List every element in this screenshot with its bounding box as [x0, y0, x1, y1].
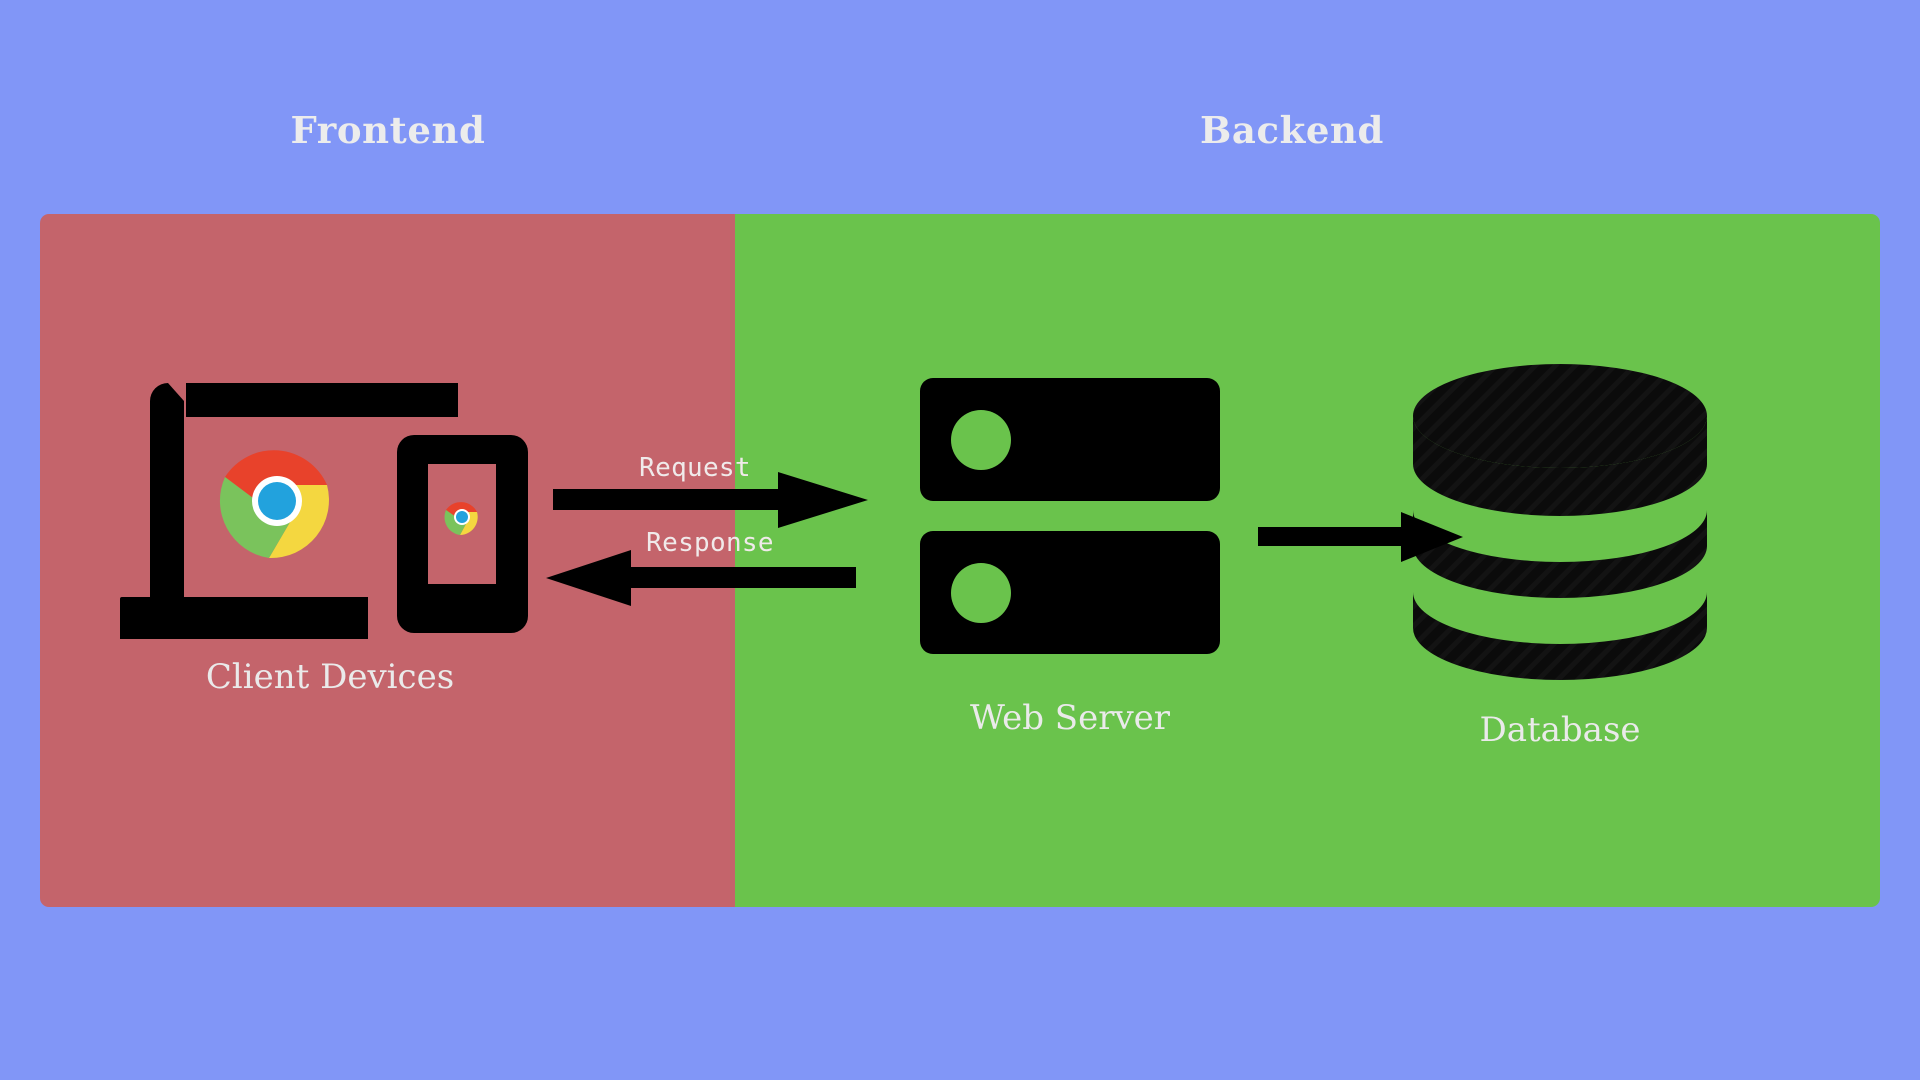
node-label-web-server: Web Server: [969, 698, 1171, 738]
chrome-logo-large: [219, 450, 329, 559]
database-cylinder-icon: [1405, 354, 1715, 684]
node-client-devices[interactable]: Client Devices: [100, 369, 560, 697]
node-label-client-devices: Client Devices: [205, 657, 455, 697]
arrow-request-icon: [553, 470, 868, 530]
connector-label-response: Response: [646, 528, 774, 558]
node-label-database: Database: [1479, 710, 1641, 750]
arrow-server-to-database-icon: [1258, 512, 1463, 562]
backend-zone: Web Server: [735, 214, 1880, 907]
architecture-panel: Client Devices Web Server: [40, 214, 1880, 907]
chrome-logo-small: [444, 502, 478, 535]
node-database[interactable]: Database: [1380, 354, 1740, 750]
arrow-response-icon: [546, 548, 856, 608]
section-heading-frontend: Frontend: [290, 108, 486, 152]
client-devices-icon: [120, 369, 540, 647]
connector-label-request: Request: [639, 453, 751, 483]
server-rack-icon: [920, 374, 1220, 674]
node-web-server[interactable]: Web Server: [890, 374, 1250, 738]
section-heading-backend: Backend: [1200, 108, 1384, 152]
